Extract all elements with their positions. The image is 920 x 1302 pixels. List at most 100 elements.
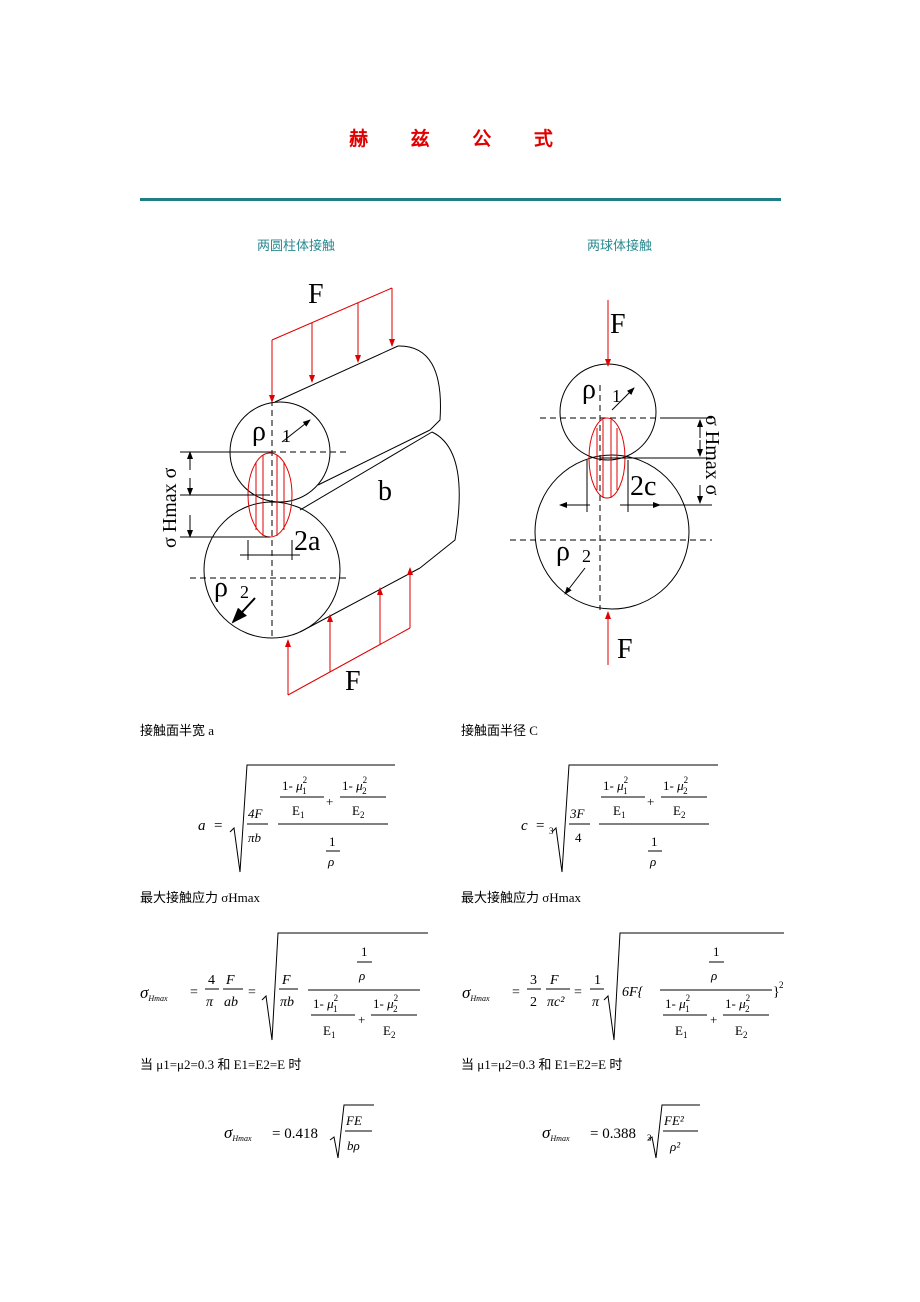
formula-text: 1 bbox=[651, 834, 658, 849]
drawing-stroke bbox=[271, 287, 393, 341]
formula-text: 2 bbox=[394, 993, 399, 1003]
formula-text: σ bbox=[140, 983, 149, 1002]
formula-text: 1- bbox=[725, 996, 739, 1011]
formula-text: π bbox=[206, 995, 214, 1010]
formula-text: 1- bbox=[663, 778, 677, 793]
formula-text: F bbox=[281, 973, 291, 988]
formula-text: σ bbox=[542, 1123, 551, 1142]
cyl-force-bottom-label: F bbox=[345, 666, 361, 697]
formula-text: 1 bbox=[331, 1030, 336, 1040]
formula-text: 1- bbox=[313, 996, 327, 1011]
formula-text: 2 bbox=[393, 1004, 398, 1014]
formula-text: 2 bbox=[683, 786, 688, 796]
formula-text: + bbox=[647, 794, 654, 809]
formula-text: ρ bbox=[710, 968, 717, 983]
formula-text: ρ bbox=[327, 854, 334, 869]
formula-text: = bbox=[248, 985, 256, 1000]
drawing-stroke bbox=[564, 567, 586, 595]
formula-text: 2 bbox=[360, 810, 365, 820]
formula-text: 2 bbox=[391, 1030, 396, 1040]
drawing-stroke bbox=[647, 1104, 700, 1159]
formula-text: = bbox=[214, 818, 222, 834]
formula-text: μ bbox=[616, 778, 624, 793]
max-stress-label-left: 最大接触应力 σHmax bbox=[140, 890, 261, 905]
drawing-stroke bbox=[274, 345, 399, 403]
formula-text: 1 bbox=[621, 810, 626, 820]
formula-text: σHmax bbox=[224, 1123, 252, 1143]
formula-text: 2 bbox=[363, 775, 368, 785]
formula-text: 1 bbox=[361, 944, 368, 959]
bottom-force-arrows bbox=[285, 567, 413, 696]
formula-text: 2 bbox=[624, 775, 629, 785]
formula-text: 2 bbox=[686, 993, 691, 1003]
formula-simplified-sphere: σHmax = 0.388 3 FE² ρ² bbox=[542, 1104, 700, 1159]
drawing-stroke bbox=[611, 387, 635, 411]
formula-text: 1 bbox=[329, 834, 336, 849]
formula-text: a bbox=[198, 818, 206, 834]
cyl-force-top-label: F bbox=[308, 279, 324, 310]
formula-simplified-cylinder: σHmax = 0.418 FE bρ bbox=[224, 1104, 374, 1159]
formula-text: πb bbox=[248, 830, 262, 845]
formula-text: 2 bbox=[743, 1030, 748, 1040]
formula-text: E bbox=[613, 803, 621, 818]
formula-text: 1- bbox=[603, 778, 617, 793]
formula-text: ρ² bbox=[669, 1139, 681, 1154]
formula-text: E1 bbox=[613, 803, 625, 820]
formula-text: 1- bbox=[665, 996, 679, 1011]
condition-label-left: 当 μ1=μ2=0.3 和 E1=E2=E 时 bbox=[140, 1057, 302, 1072]
sph-force-bottom-label: F bbox=[617, 634, 633, 665]
formula-text: μ bbox=[386, 996, 394, 1011]
radius-label: 接触面半径 C bbox=[461, 723, 538, 738]
formula-text: 1- bbox=[282, 778, 296, 793]
formula-text: Hmax bbox=[147, 994, 168, 1003]
formula-text: 1 bbox=[302, 786, 307, 796]
formula-text: E2 bbox=[673, 803, 685, 820]
formula-text: 1- bbox=[373, 996, 387, 1011]
formula-text: Hmax bbox=[231, 1134, 252, 1143]
cyl-rho1-sub: 1 bbox=[282, 426, 291, 446]
formula-text: + bbox=[358, 1012, 365, 1027]
formula-text: σ bbox=[224, 1123, 233, 1142]
drawing-stroke bbox=[287, 627, 411, 696]
formula-text: + bbox=[710, 1012, 717, 1027]
formula-text: μ bbox=[676, 778, 684, 793]
cyl-contact-width-label: 2a bbox=[294, 526, 321, 557]
cylinder-contact-diagram bbox=[180, 287, 460, 696]
drawing-stroke bbox=[299, 567, 421, 633]
formula-text: 2 bbox=[681, 810, 686, 820]
formula-text: E bbox=[675, 1023, 683, 1038]
formula-text: ρ bbox=[358, 968, 365, 983]
formula-text: } bbox=[773, 985, 780, 1000]
formula-text: F bbox=[225, 973, 235, 988]
cylinder-heading: 两圆柱体接触 bbox=[257, 239, 336, 254]
formula-text: σHmax bbox=[462, 983, 490, 1003]
formula-text: E2 bbox=[735, 1023, 747, 1040]
formula-text: 4F bbox=[248, 806, 264, 821]
formula-text: σHmax bbox=[542, 1123, 570, 1143]
drawing-stroke bbox=[229, 764, 395, 873]
formula-text: = bbox=[574, 985, 582, 1000]
drawing-stroke bbox=[596, 420, 618, 498]
formula-text: bρ bbox=[347, 1138, 360, 1153]
formula-text: Hmax bbox=[549, 1134, 570, 1143]
formula-text: 4 bbox=[575, 830, 582, 845]
drawing-stroke bbox=[261, 932, 428, 1041]
formula-text: E bbox=[323, 1023, 331, 1038]
drawing-stroke: F F b 2a ρ 1 ρ 2 σ Hmax σ bbox=[159, 279, 392, 697]
formula-text: 2 bbox=[530, 995, 537, 1010]
drawing-stroke bbox=[329, 1104, 374, 1159]
formula-text: = bbox=[512, 985, 520, 1000]
formula-text: π bbox=[592, 995, 600, 1010]
formula-text: 2 bbox=[746, 993, 751, 1003]
half-width-label: 接触面半宽 a bbox=[140, 723, 215, 738]
drawing-stroke bbox=[281, 419, 311, 443]
